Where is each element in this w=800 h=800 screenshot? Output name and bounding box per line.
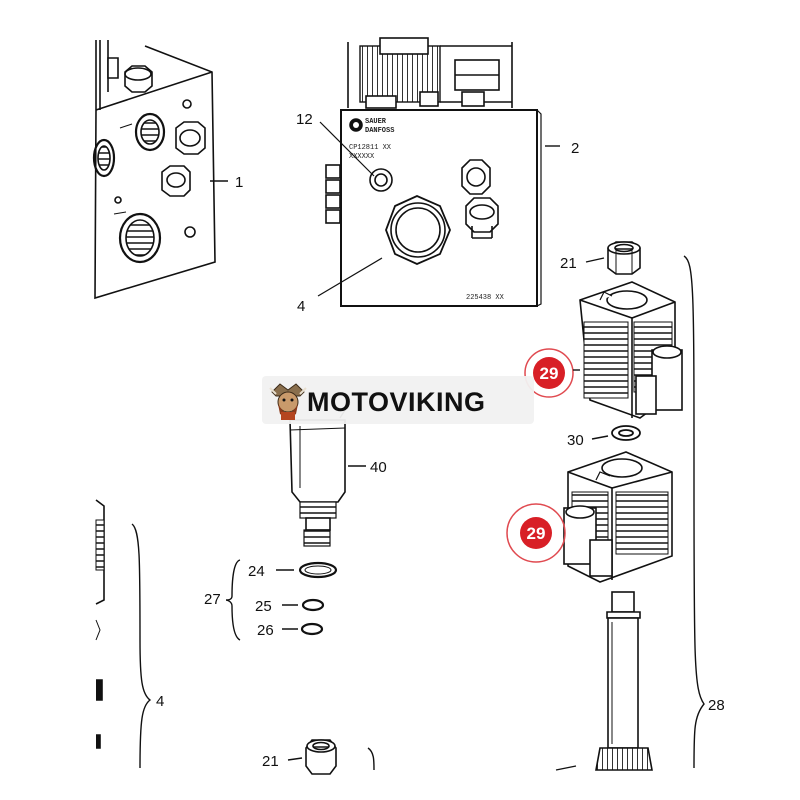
seal-26 — [300, 622, 324, 636]
bottom-code: 225438 XX — [466, 294, 505, 302]
bracket-27 — [225, 559, 241, 641]
bracket-fragment — [367, 747, 375, 771]
callout-26: 26 — [257, 622, 274, 639]
watermark-banner: MOTOVIKING — [262, 376, 534, 424]
leader-21-top — [585, 257, 605, 263]
nut-21-bottom — [305, 739, 337, 775]
bracket-4-lower — [131, 523, 152, 769]
bracket-28 — [683, 255, 705, 769]
part-code: CP12811 XX — [349, 144, 392, 152]
callout-21-bottom: 21 — [262, 753, 279, 770]
badge-29-upper-label: 29 — [540, 364, 559, 383]
leader-4 — [317, 257, 383, 297]
leaders-seals — [276, 569, 298, 630]
callout-4-lower: 4 — [156, 693, 164, 710]
callout-40: 40 — [370, 459, 387, 476]
valve-block-lower-left — [95, 499, 105, 749]
callout-28: 28 — [708, 697, 725, 714]
nut-21-top — [607, 241, 641, 275]
callout-25: 25 — [255, 598, 272, 615]
leader-fragment — [555, 765, 577, 771]
manifold-markings: SAUER DANFOSS CP12811 XX XXXXXX 225438 X… — [349, 118, 505, 302]
callout-2: 2 — [571, 140, 579, 157]
solenoid-tube-part-28 — [595, 591, 653, 771]
callout-badge-29-lower: 29 — [506, 503, 566, 563]
viking-mascot-icon — [269, 383, 307, 420]
callout-4-upper: 4 — [297, 298, 305, 315]
valve-block-part-1 — [92, 40, 216, 300]
leader-12 — [319, 121, 375, 177]
solenoid-coil-lower — [563, 451, 673, 583]
serial-code: XXXXXX — [349, 153, 375, 161]
washer-30 — [611, 425, 641, 441]
manifold-block-part-2 — [325, 37, 542, 307]
badge-29-lower-label: 29 — [527, 524, 546, 543]
callout-1: 1 — [235, 174, 243, 191]
seal-25 — [301, 598, 325, 612]
callout-30: 30 — [567, 432, 584, 449]
callout-12: 12 — [296, 111, 313, 128]
leader-21-bottom — [287, 757, 303, 761]
o-ring-24 — [298, 561, 338, 579]
callout-24: 24 — [248, 563, 265, 580]
callout-badge-29-upper: 29 — [524, 348, 574, 398]
solenoid-coil-upper — [579, 281, 683, 419]
brand-line-2: DANFOSS — [365, 127, 394, 135]
watermark-text: MOTOVIKING — [307, 387, 486, 417]
brand-line-1: SAUER — [365, 118, 387, 126]
callout-labels: 1 2 12 4 21 30 40 24 25 26 27 4 28 21 — [156, 111, 725, 770]
leader-30 — [591, 435, 609, 440]
callout-21-top: 21 — [560, 255, 577, 272]
callout-27: 27 — [204, 591, 221, 608]
